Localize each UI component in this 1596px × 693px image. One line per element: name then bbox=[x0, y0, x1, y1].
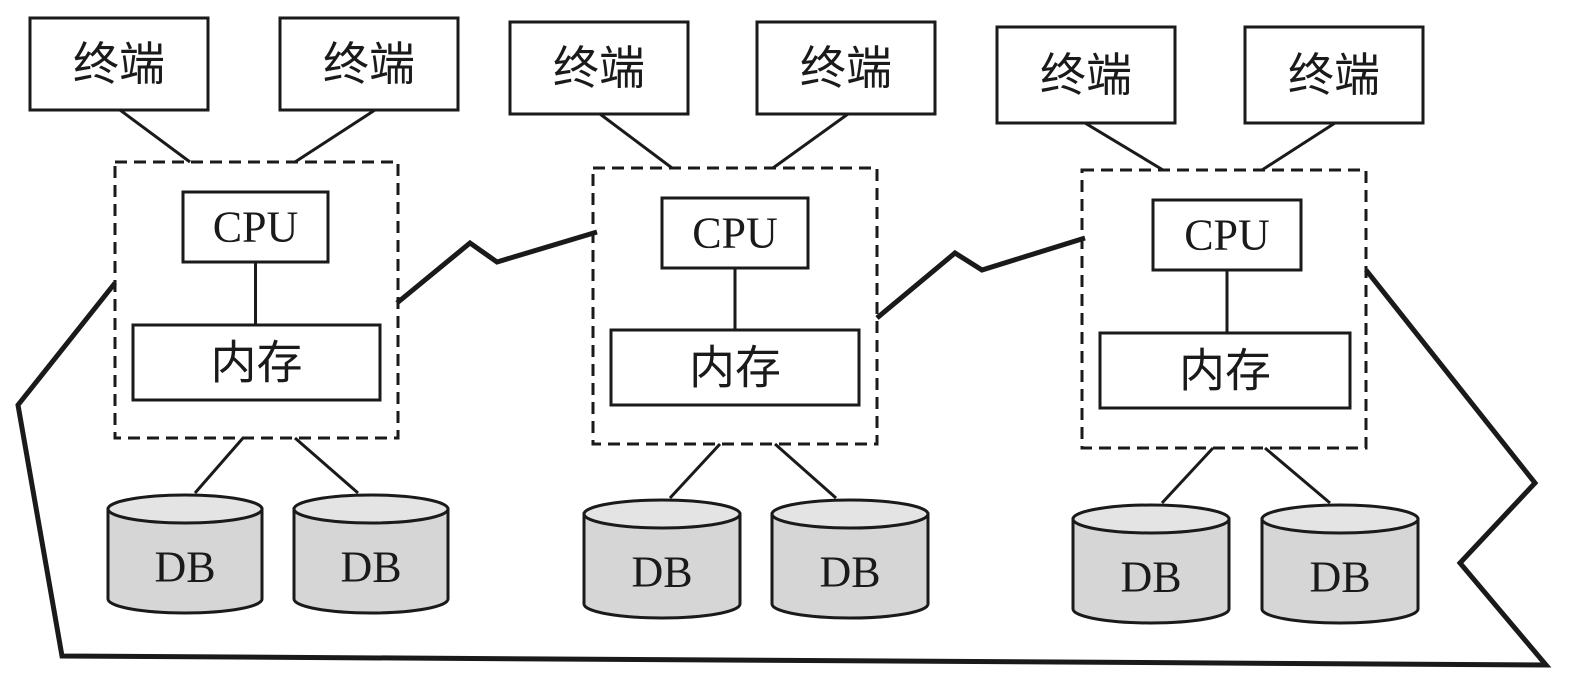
network-link bbox=[395, 229, 598, 305]
node-3: 终端 终端 CPU 内存 DB DB bbox=[995, 25, 1425, 625]
database-label: DB bbox=[1309, 553, 1370, 602]
terminal-connector bbox=[119, 108, 191, 164]
terminal-frame bbox=[755, 20, 937, 116]
cpu-label: CPU bbox=[213, 203, 299, 252]
terminal-box: 终端 bbox=[278, 16, 460, 112]
terminal-box: 终端 bbox=[995, 25, 1177, 125]
cpu-label: CPU bbox=[1184, 211, 1270, 260]
terminal-connector bbox=[772, 112, 849, 170]
db-connector bbox=[774, 442, 837, 500]
db-connector bbox=[294, 436, 359, 495]
memory-frame bbox=[131, 323, 382, 402]
cpu-box: CPU bbox=[181, 190, 330, 264]
database-label: DB bbox=[340, 543, 401, 592]
database-label: DB bbox=[819, 548, 880, 597]
database-body bbox=[582, 512, 742, 620]
db-connector bbox=[1264, 446, 1331, 505]
terminal-label: 终端 bbox=[73, 37, 165, 91]
terminal-label: 终端 bbox=[800, 41, 892, 95]
network-links bbox=[15, 229, 1552, 668]
memory-label: 内存 bbox=[689, 341, 781, 395]
db-connector bbox=[668, 442, 722, 500]
database-cylinder: DB bbox=[106, 493, 264, 615]
computer-boundary bbox=[591, 166, 879, 446]
terminal-label: 终端 bbox=[553, 41, 645, 95]
network-link bbox=[15, 268, 1552, 668]
terminal-box: 终端 bbox=[1243, 25, 1425, 125]
node-2: 终端 终端 CPU 内存 DB DB bbox=[508, 20, 937, 620]
terminal-connector bbox=[1084, 121, 1164, 172]
database-body bbox=[770, 512, 930, 620]
computer-boundary bbox=[113, 160, 400, 440]
database-label: DB bbox=[154, 543, 215, 592]
memory-frame bbox=[1098, 331, 1352, 410]
database-label: DB bbox=[631, 548, 692, 597]
database-top bbox=[1260, 503, 1420, 535]
terminal-connector bbox=[294, 108, 376, 164]
database-label: DB bbox=[1120, 553, 1181, 602]
nodes: 终端 终端 CPU 内存 DB DB 终端 终端 CPU 内存 DB DB 终端 终端 CPU 内存 DB DB bbox=[28, 16, 1425, 625]
terminal-box: 终端 bbox=[755, 20, 937, 116]
database-cylinder: DB bbox=[1260, 503, 1420, 625]
database-body bbox=[1260, 517, 1420, 625]
memory-label: 内存 bbox=[1179, 344, 1271, 398]
database-top bbox=[106, 493, 264, 525]
terminal-frame bbox=[508, 20, 690, 116]
cpu-box: CPU bbox=[1151, 198, 1303, 272]
database-body bbox=[106, 507, 264, 615]
cpu-frame bbox=[1151, 198, 1303, 272]
cpu-frame bbox=[181, 190, 330, 264]
memory-box: 内存 bbox=[131, 323, 382, 402]
database-cylinder: DB bbox=[1071, 503, 1231, 625]
database-cylinder: DB bbox=[770, 498, 930, 620]
database-body bbox=[292, 507, 450, 615]
terminal-frame bbox=[1243, 25, 1425, 125]
terminal-label: 终端 bbox=[323, 37, 415, 91]
db-connector bbox=[1160, 446, 1215, 505]
database-top bbox=[292, 493, 450, 525]
terminal-frame bbox=[995, 25, 1177, 125]
terminal-frame bbox=[278, 16, 460, 112]
terminal-label: 终端 bbox=[1040, 48, 1132, 102]
terminal-connector bbox=[1261, 121, 1336, 172]
terminal-label: 终端 bbox=[1288, 48, 1380, 102]
node-1: 终端 终端 CPU 内存 DB DB bbox=[28, 16, 460, 615]
database-top bbox=[770, 498, 930, 530]
database-top bbox=[582, 498, 742, 530]
memory-box: 内存 bbox=[609, 328, 861, 407]
terminal-box: 终端 bbox=[508, 20, 690, 116]
database-top bbox=[1071, 503, 1231, 535]
terminal-frame bbox=[28, 16, 210, 112]
memory-box: 内存 bbox=[1098, 331, 1352, 410]
database-body bbox=[1071, 517, 1231, 625]
terminal-connector bbox=[599, 112, 673, 170]
database-cylinder: DB bbox=[582, 498, 742, 620]
cpu-label: CPU bbox=[692, 209, 778, 258]
cpu-box: CPU bbox=[660, 196, 810, 270]
memory-frame bbox=[609, 328, 861, 407]
network-link bbox=[875, 235, 1086, 320]
memory-label: 内存 bbox=[211, 336, 303, 390]
db-connector bbox=[193, 437, 245, 494]
terminal-box: 终端 bbox=[28, 16, 210, 112]
cpu-frame bbox=[660, 196, 810, 270]
computer-boundary bbox=[1080, 168, 1368, 450]
database-cylinder: DB bbox=[292, 493, 450, 615]
